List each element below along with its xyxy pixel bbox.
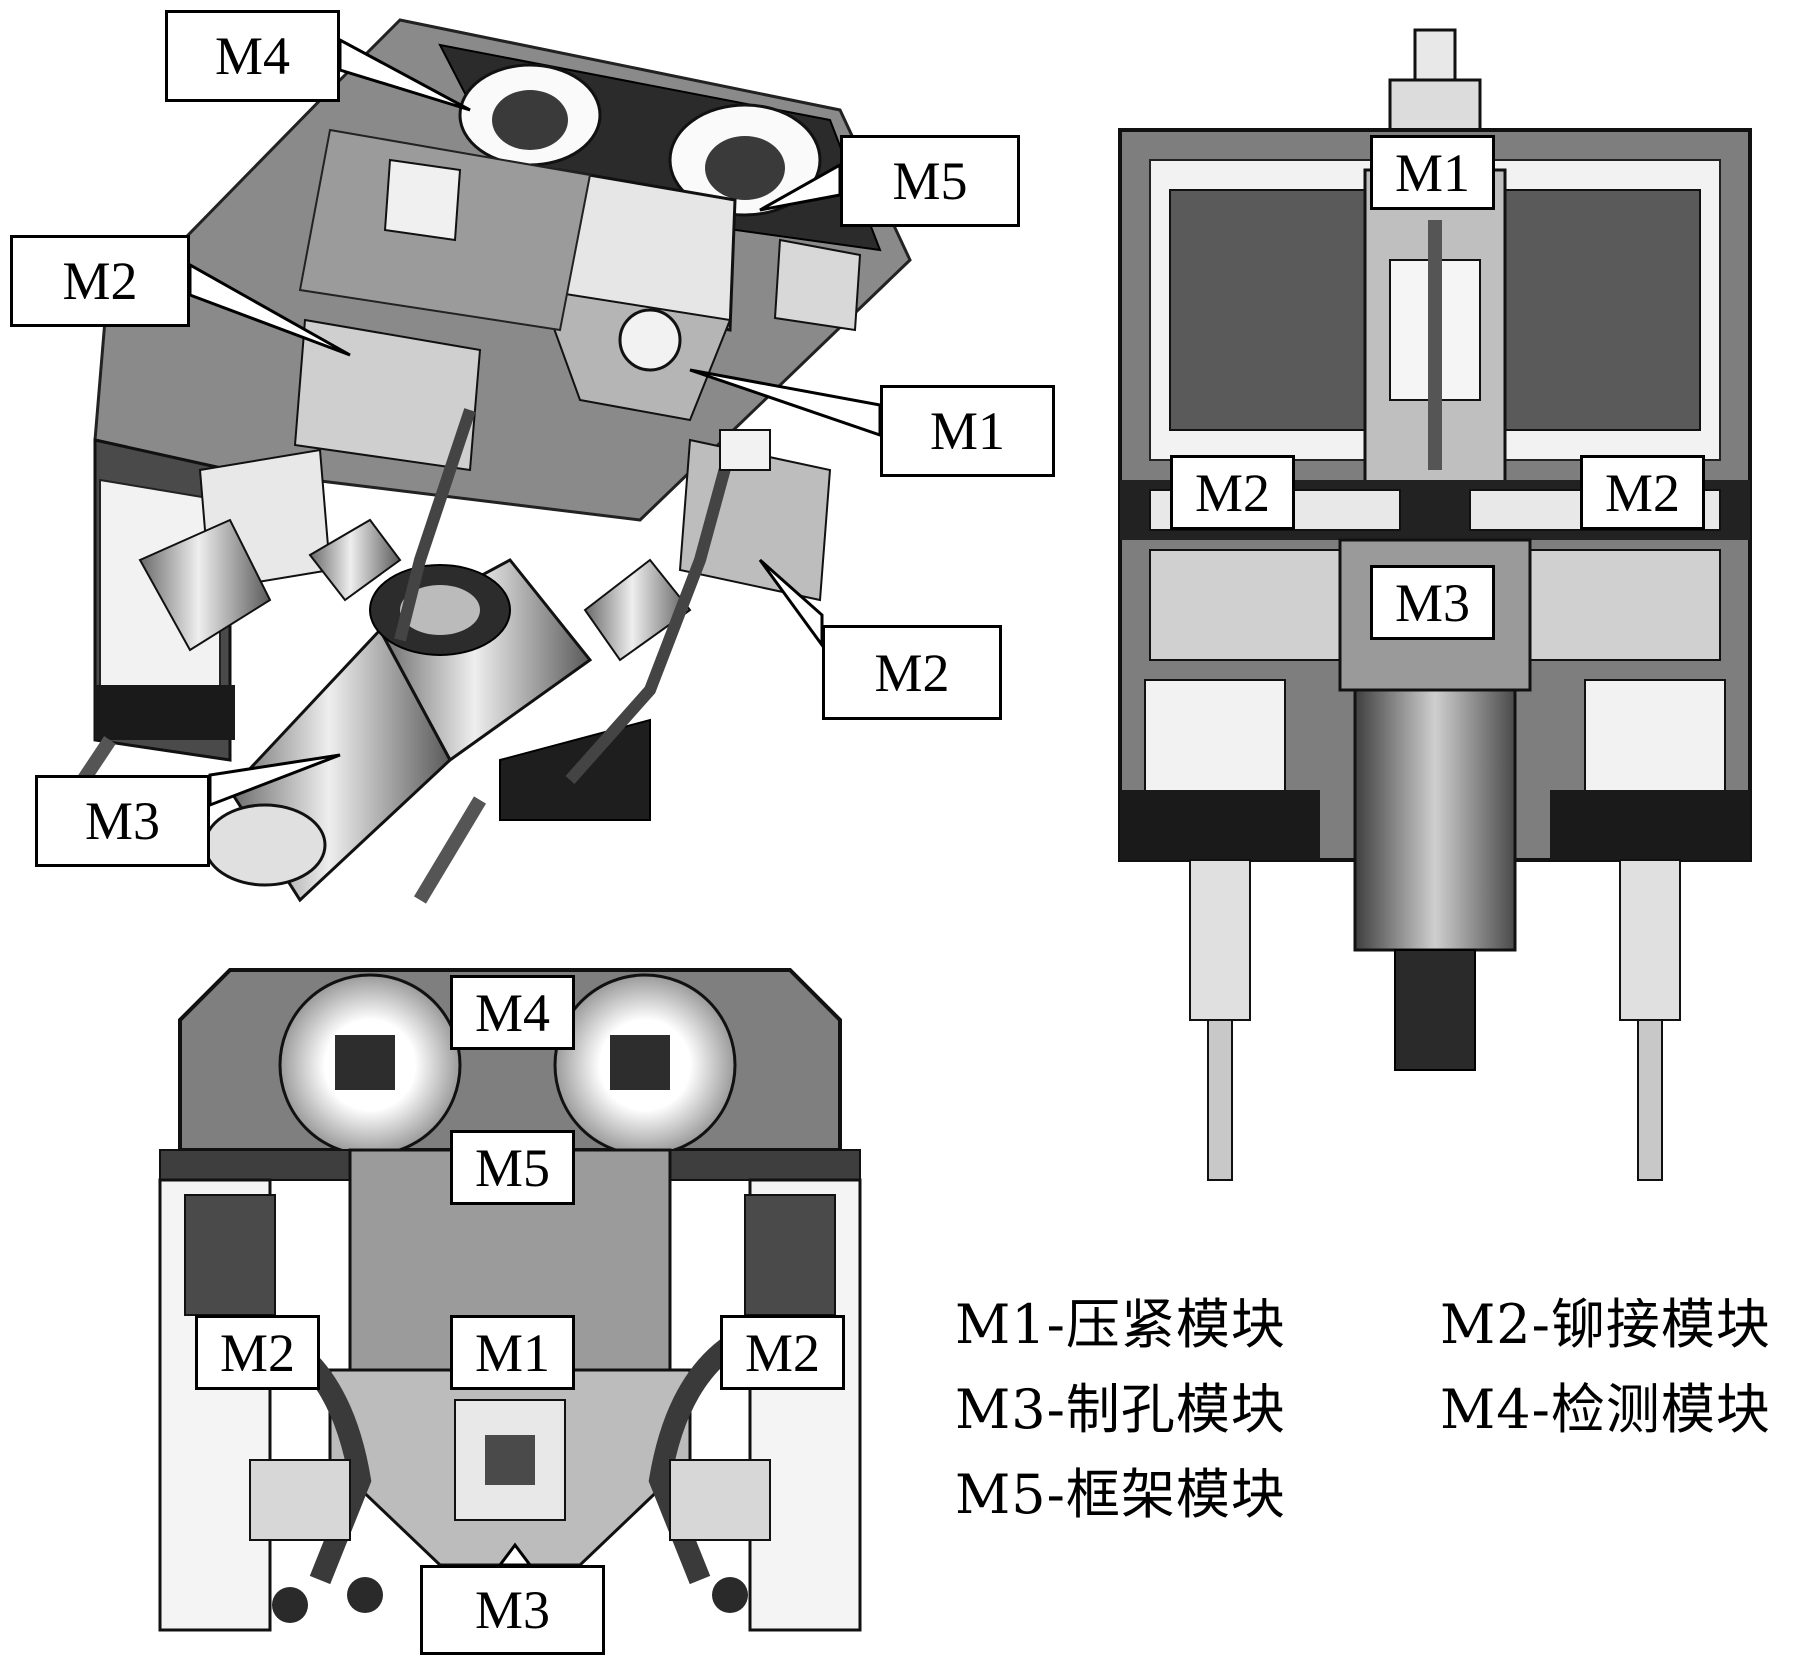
callout-front-m3: M3 (1370, 565, 1495, 640)
callout-front-m2-left: M2 (1170, 455, 1295, 530)
callout-iso-m2-left: M2 (10, 235, 190, 327)
legend-item-m5: M5-框架模块 (955, 1463, 1286, 1526)
callout-iso-m3: M3 (35, 775, 210, 867)
callout-iso-m4: M4 (165, 10, 340, 102)
legend-item-m3: M3-制孔模块 (955, 1378, 1286, 1441)
callout-bottom-m1: M1 (450, 1315, 575, 1390)
bottom-view (140, 960, 900, 1660)
callout-bottom-m2-left: M2 (195, 1315, 320, 1390)
callout-bottom-m2-right: M2 (720, 1315, 845, 1390)
bottom-drawing (158, 968, 862, 1632)
callout-iso-m5: M5 (840, 135, 1020, 227)
callout-front-m1: M1 (1370, 135, 1495, 210)
module-legend: M1-压紧模块 M2-铆接模块 M3-制孔模块 M4-检测模块 M5-框架模块 (955, 1280, 1815, 1540)
legend-item-m2: M2-铆接模块 (1440, 1293, 1771, 1356)
callout-iso-m1: M1 (880, 385, 1055, 477)
callout-bottom-m3: M3 (420, 1565, 605, 1655)
callout-iso-m2-right: M2 (822, 625, 1002, 720)
isometric-drawing (64, 18, 912, 904)
callout-bottom-m4: M4 (450, 975, 575, 1050)
legend-item-m1: M1-压紧模块 (955, 1293, 1286, 1356)
isometric-view (0, 0, 1060, 920)
callout-front-m2-right: M2 (1580, 455, 1705, 530)
legend-item-m4: M4-检测模块 (1440, 1378, 1771, 1441)
callout-bottom-m5: M5 (450, 1130, 575, 1205)
